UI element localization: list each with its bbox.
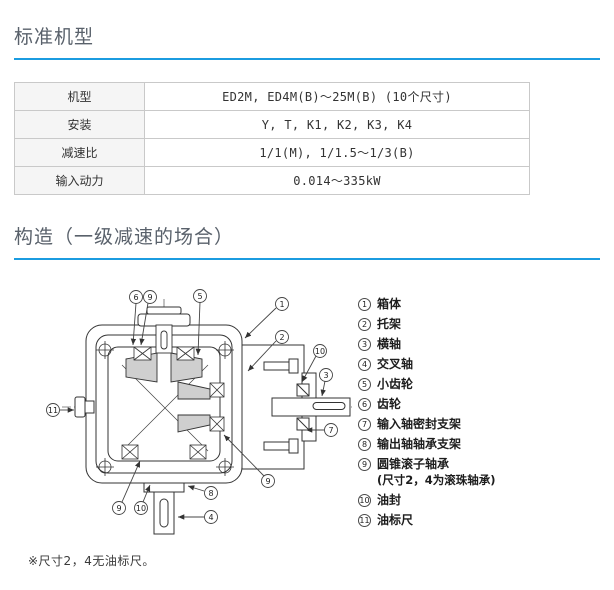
legend-number-badge: 5 [358, 378, 371, 391]
callout-9-right: 9 [261, 474, 275, 488]
legend-item: 9 圆锥滚子轴承 (尺寸2，4为滚珠轴承) [358, 458, 496, 487]
leader-lines [60, 301, 326, 520]
spec-value: ED2M, ED4M(B)～25M(B) (10个尺寸) [144, 82, 530, 111]
svg-text:11: 11 [48, 406, 58, 415]
table-row: 机型 ED2M, ED4M(B)～25M(B) (10个尺寸) [14, 82, 530, 111]
callout-6: 6 [129, 290, 143, 304]
spec-label: 减速比 [14, 138, 145, 167]
spec-value: 0.014～335kW [144, 166, 530, 195]
svg-text:9: 9 [147, 293, 152, 302]
callout-2: 2 [275, 330, 289, 344]
legend-item: 2 托架 [358, 318, 496, 331]
svg-text:5: 5 [197, 292, 202, 301]
legend-label: 齿轮 [377, 397, 402, 411]
callout-4: 4 [204, 510, 218, 524]
svg-text:8: 8 [208, 489, 213, 498]
legend-number-badge: 1 [358, 298, 371, 311]
legend-number-badge: 8 [358, 438, 371, 451]
callout-1: 1 [275, 297, 289, 311]
spec-label: 安装 [14, 110, 145, 139]
legend-label: 托架 [377, 317, 402, 331]
input-bracket-assembly [241, 344, 351, 470]
footnote: ※尺寸2，4无油标尺。 [28, 554, 155, 568]
callout-9-bottom: 9 [112, 501, 126, 515]
legend-sublabel: (尺寸2，4为滚珠轴承) [377, 473, 496, 487]
legend-item: 10 油封 [358, 494, 496, 507]
oil-dipstick [74, 396, 95, 418]
svg-text:10: 10 [315, 347, 325, 356]
svg-text:9: 9 [116, 504, 121, 513]
svg-text:3: 3 [323, 371, 328, 380]
section-divider [14, 258, 600, 260]
legend-item: 4 交叉轴 [358, 358, 496, 371]
svg-text:2: 2 [279, 333, 284, 342]
structure-diagram-section: 6 9 5 1 2 10 3 11 7 9 8 9 10 4 1 箱体 2 托架 3… [14, 260, 600, 590]
corner-bolt-holes [96, 341, 234, 476]
spec-table: 机型 ED2M, ED4M(B)～25M(B) (10个尺寸) 安装 Y, T,… [14, 82, 530, 195]
gear-reducer-cross-section-diagram: 6 9 5 1 2 10 3 11 7 9 8 9 10 4 [46, 289, 352, 535]
callout-10-right: 10 [313, 344, 327, 358]
spec-value: 1/1(M), 1/1.5～1/3(B) [144, 138, 530, 167]
callout-11: 11 [46, 403, 60, 417]
legend-number-badge: 2 [358, 318, 371, 331]
legend-number-badge: 4 [358, 358, 371, 371]
spec-value: Y, T, K1, K2, K3, K4 [144, 110, 530, 139]
svg-text:6: 6 [133, 293, 138, 302]
table-row: 减速比 1/1(M), 1/1.5～1/3(B) [14, 138, 530, 167]
svg-text:9: 9 [265, 477, 270, 486]
section-divider [14, 58, 600, 60]
section-title-structure: 构造（一级减速的场合） [14, 226, 235, 248]
parts-legend: 1 箱体 2 托架 3 横轴 4 交叉轴 5 小齿轮 6 齿轮 7 输入轴密封支架 8 输出轴轴… [358, 298, 496, 534]
legend-item: 6 齿轮 [358, 398, 496, 411]
legend-item: 3 横轴 [358, 338, 496, 351]
table-row: 安装 Y, T, K1, K2, K3, K4 [14, 110, 530, 139]
section-title-standard-models: 标准机型 [14, 26, 95, 48]
callout-5: 5 [193, 289, 207, 303]
callout-7: 7 [324, 423, 338, 437]
cross-shaft-top-section [155, 324, 173, 354]
callout-bubbles: 6 9 5 1 2 10 3 11 7 9 8 9 10 4 [46, 289, 338, 524]
callout-10-bottom: 10 [134, 501, 148, 515]
legend-label: 输入轴密封支架 [377, 417, 462, 431]
legend-label: 箱体 [377, 297, 402, 311]
legend-item: 1 箱体 [358, 298, 496, 311]
legend-label: 交叉轴 [377, 357, 414, 371]
spec-label: 输入动力 [14, 166, 145, 195]
callout-9-top: 9 [143, 290, 157, 304]
svg-text:7: 7 [328, 426, 333, 435]
legend-number-badge: 7 [358, 418, 371, 431]
svg-text:4: 4 [208, 513, 213, 522]
legend-label: 小齿轮 [377, 377, 414, 391]
legend-label: 输出轴轴承支架 [377, 437, 462, 451]
pitch-diagonals [121, 364, 209, 452]
svg-text:10: 10 [136, 504, 146, 513]
legend-item: 8 输出轴轴承支架 [358, 438, 496, 451]
legend-number-badge: 10 [358, 494, 371, 507]
svg-text:1: 1 [279, 300, 284, 309]
legend-item: 7 输入轴密封支架 [358, 418, 496, 431]
legend-number-badge: 6 [358, 398, 371, 411]
callout-3: 3 [319, 368, 333, 382]
legend-number-badge: 11 [358, 514, 371, 527]
spec-label: 机型 [14, 82, 145, 111]
table-row: 输入动力 0.014～335kW [14, 166, 530, 195]
legend-label: 横轴 [377, 337, 402, 351]
callout-8: 8 [204, 486, 218, 500]
legend-label: 油封 [377, 493, 402, 507]
legend-item: 5 小齿轮 [358, 378, 496, 391]
legend-item: 11 油标尺 [358, 514, 496, 527]
legend-number-badge: 9 [358, 458, 371, 471]
legend-label: 油标尺 [377, 513, 414, 527]
legend-number-badge: 3 [358, 338, 371, 351]
legend-label: 圆锥滚子轴承 (尺寸2，4为滚珠轴承) [377, 457, 496, 487]
